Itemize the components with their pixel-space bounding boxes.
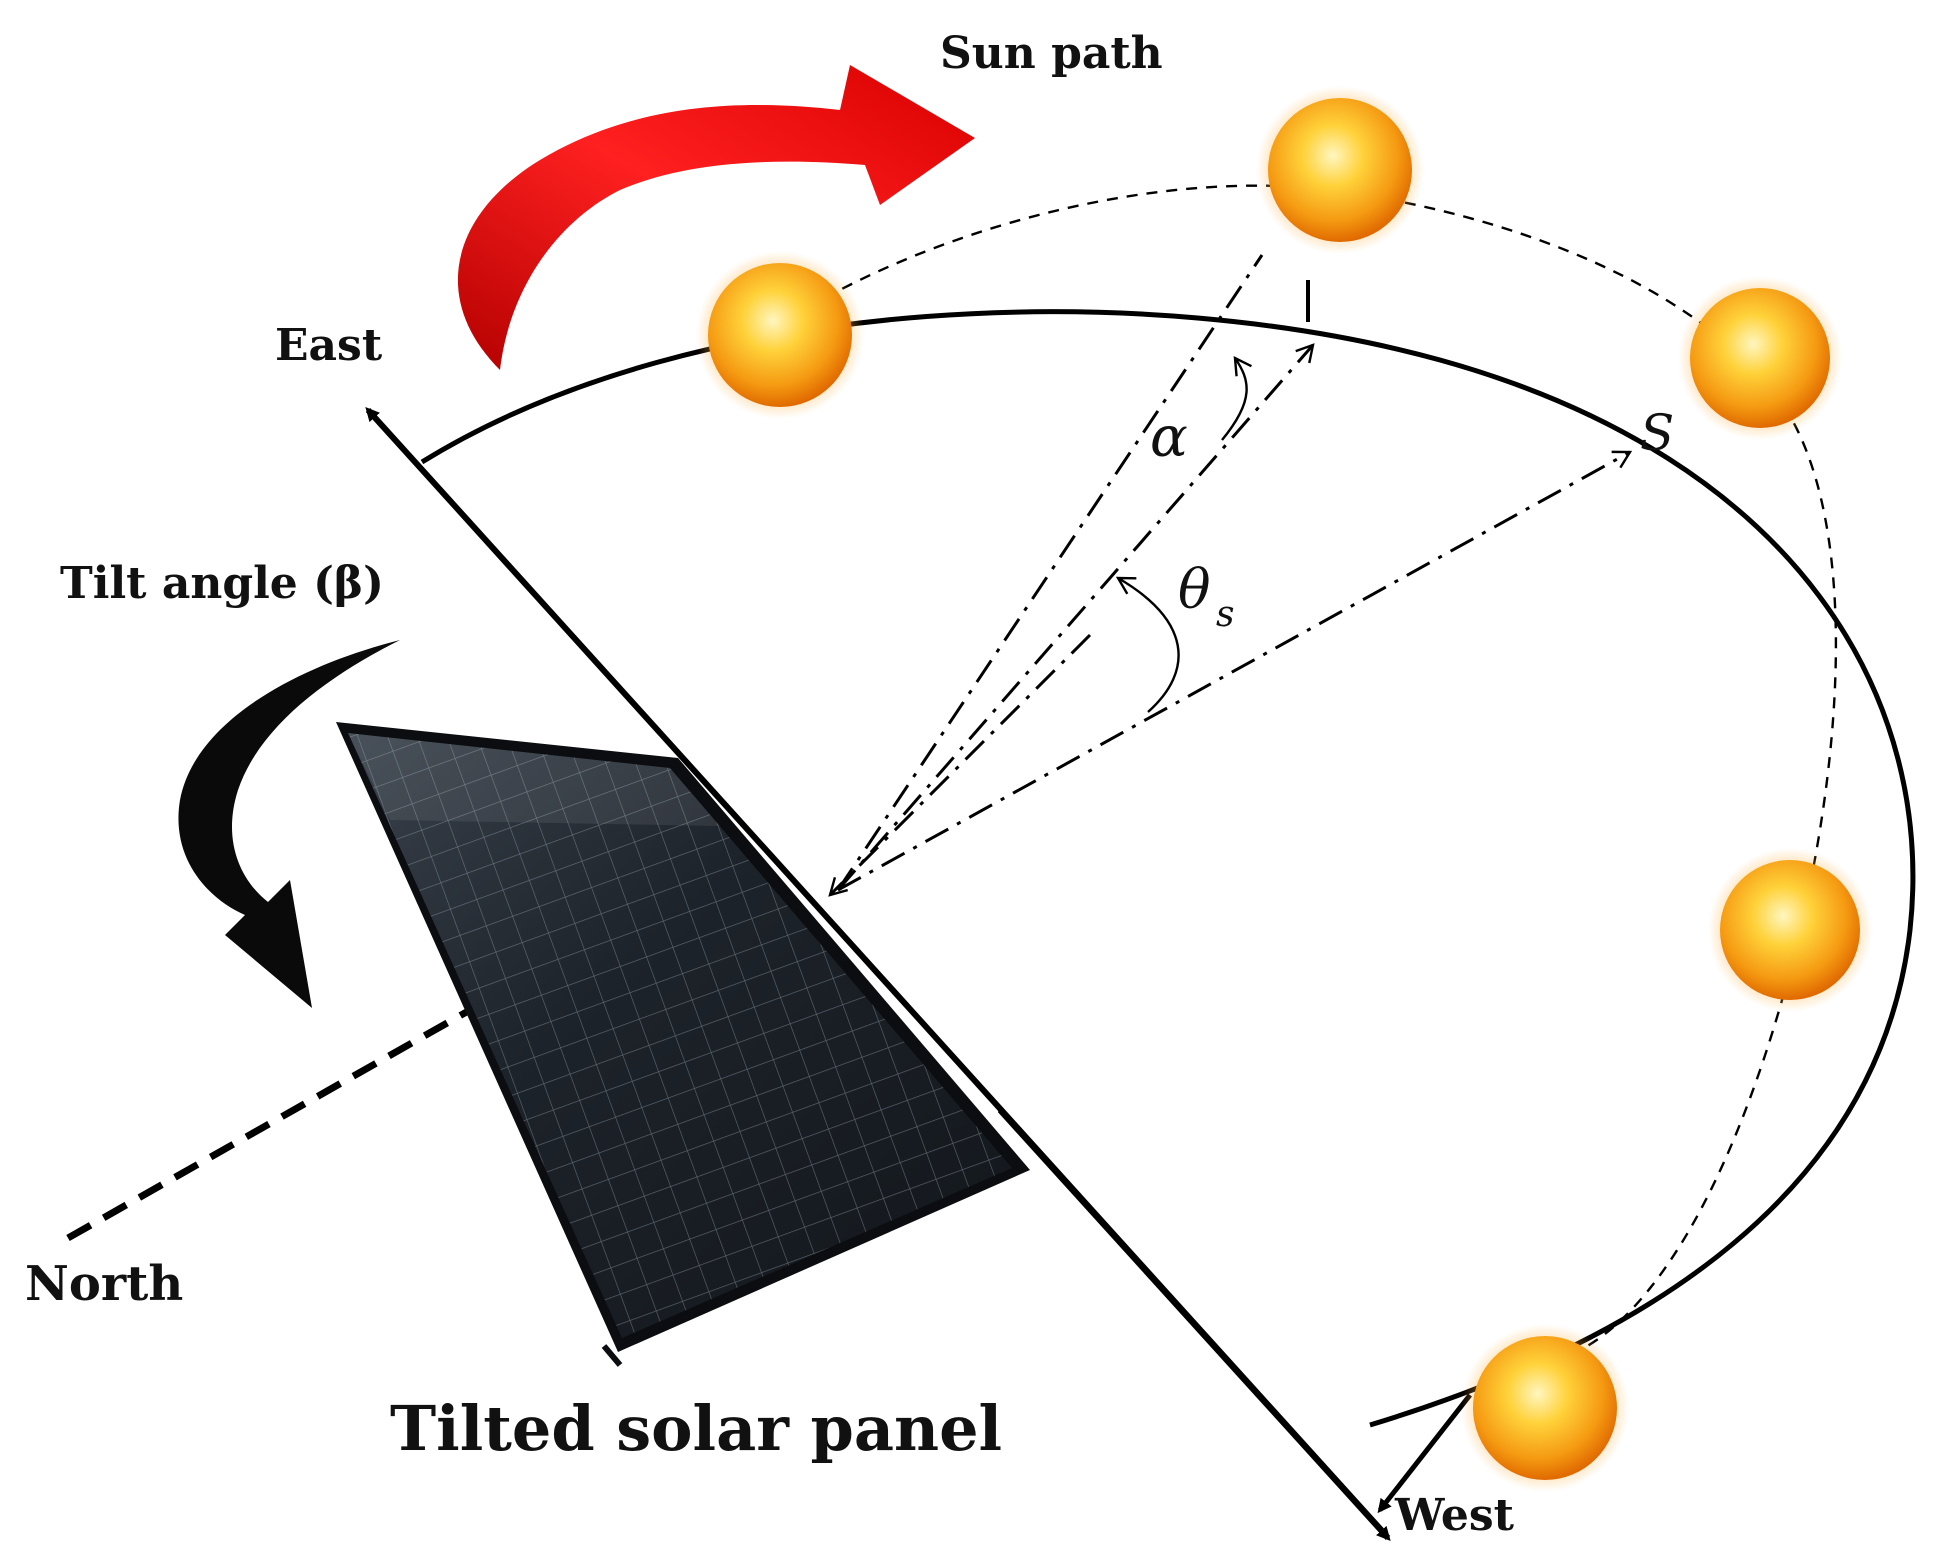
ray-to-panel <box>828 633 1092 897</box>
east-west-axis-west-head <box>997 1107 1391 1541</box>
sun-icon-evening <box>1708 848 1872 1012</box>
panel-cells <box>348 733 1012 1338</box>
sun-path-label: Sun path <box>940 28 1163 79</box>
sun-icon-west <box>1461 1324 1629 1492</box>
panel-edge <box>601 1344 623 1367</box>
west-label: West <box>1394 1490 1515 1541</box>
theta-arc <box>1115 576 1180 713</box>
sun-icon-afternoon <box>1678 276 1842 440</box>
sun-icon-east <box>696 251 864 419</box>
alpha-label: α <box>1150 405 1188 470</box>
alpha-arc <box>1221 355 1252 441</box>
sun-rays <box>828 254 1633 897</box>
theta-label: θ <box>1178 558 1211 621</box>
sun-path-dashed <box>789 184 1838 1352</box>
tilt-arrow-icon <box>178 640 400 1008</box>
ray-to-zenith-sun <box>836 254 1264 891</box>
sun-path-arrow-icon <box>457 65 975 370</box>
ray-to-s-point <box>837 450 1633 892</box>
horizon-ellipse <box>420 309 1916 1428</box>
panel-shine <box>348 733 720 826</box>
west-curve-end <box>1377 1393 1472 1514</box>
north-label: North <box>25 1256 183 1312</box>
north-axis <box>66 1006 472 1242</box>
ray-to-vertical-projection <box>836 343 1315 891</box>
solar-panel-icon <box>336 722 1030 1367</box>
theta-subscript: s <box>1216 594 1234 635</box>
sun-icon-zenith <box>1256 86 1424 254</box>
s-point-label: S <box>1640 404 1674 462</box>
east-label: East <box>275 320 383 371</box>
panel-title: Tilted solar panel <box>390 1392 1002 1465</box>
tilt-angle-label: Tilt angle (β) <box>60 558 384 609</box>
